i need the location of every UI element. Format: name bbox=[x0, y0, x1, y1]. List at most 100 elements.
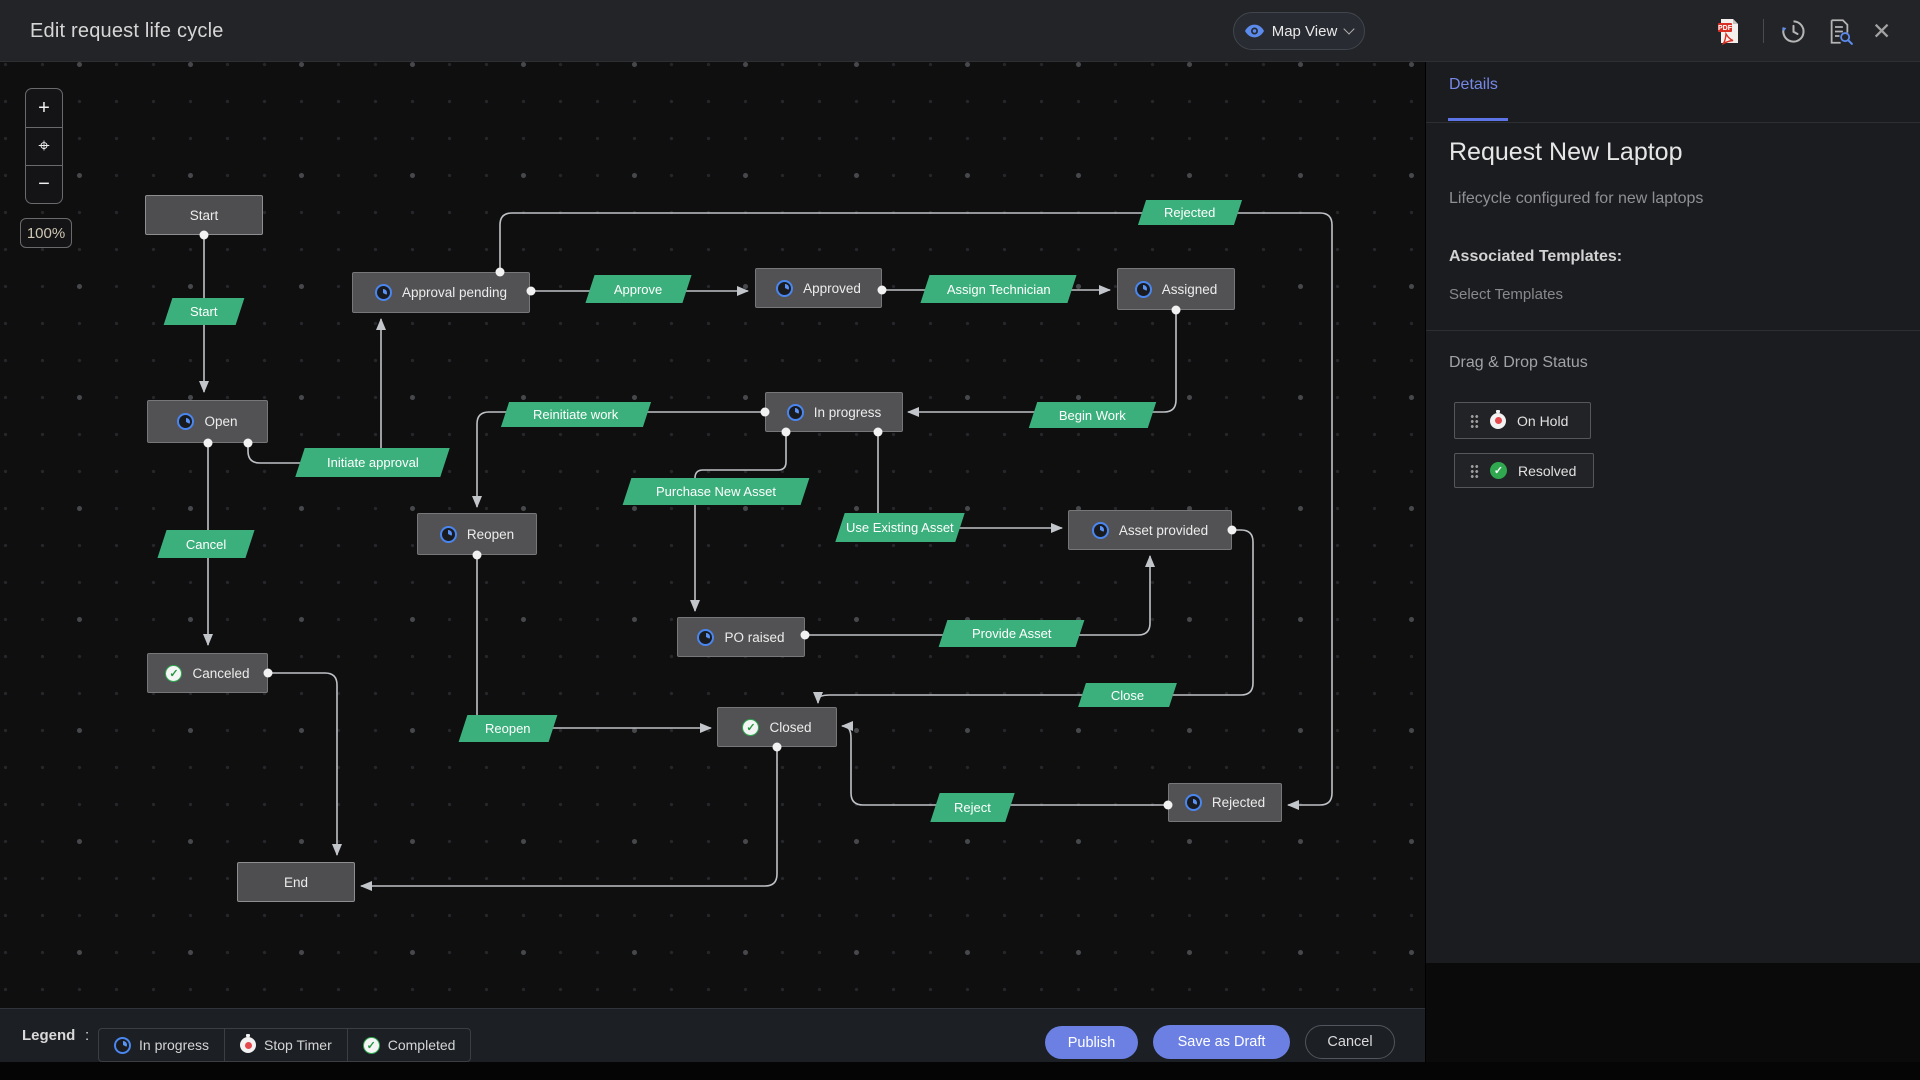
status-node-canceled[interactable]: ✓ Canceled bbox=[147, 653, 268, 693]
in-progress-icon bbox=[1091, 521, 1109, 539]
transition-assign-technician[interactable]: Assign Technician bbox=[920, 275, 1077, 303]
transition-reinitiate-work[interactable]: Reinitiate work bbox=[500, 402, 652, 427]
legend-item-label: Stop Timer bbox=[264, 1037, 332, 1053]
node-label: Reopen bbox=[466, 526, 515, 542]
completed-icon: ✓ bbox=[742, 718, 760, 736]
transition-initiate-approval[interactable]: Initiate approval bbox=[295, 448, 450, 477]
close-icon[interactable]: ✕ bbox=[1872, 17, 1892, 44]
view-selector-label: Map View bbox=[1271, 22, 1338, 40]
status-node-in-progress[interactable]: In progress bbox=[765, 392, 903, 432]
node-label: Open bbox=[204, 414, 238, 429]
in-progress-icon bbox=[374, 284, 392, 301]
publish-button[interactable]: Publish bbox=[1045, 1026, 1138, 1059]
status-node-assigned[interactable]: Assigned bbox=[1117, 268, 1235, 310]
in-progress-icon bbox=[114, 1036, 131, 1054]
audit-log-icon[interactable] bbox=[1826, 0, 1853, 62]
in-progress-icon bbox=[1134, 280, 1152, 298]
transition-close[interactable]: Close bbox=[1078, 683, 1177, 707]
status-node-end[interactable]: End bbox=[237, 862, 355, 902]
tab-details[interactable]: Details bbox=[1449, 76, 1498, 93]
drag-handle-icon[interactable] bbox=[1470, 463, 1479, 478]
bottom-strip bbox=[0, 1062, 1920, 1080]
transition-provide-asset[interactable]: Provide Asset bbox=[938, 620, 1085, 647]
legend-item-completed: ✓ Completed bbox=[346, 1029, 471, 1061]
transition-text: Use Existing Asset bbox=[846, 520, 954, 535]
cancel-button[interactable]: Cancel bbox=[1305, 1025, 1395, 1059]
status-node-po-raised[interactable]: PO raised bbox=[677, 617, 805, 657]
status-chip-label: Resolved bbox=[1518, 462, 1577, 479]
node-label: In progress bbox=[813, 404, 882, 420]
footer-bar: Legend : In progress Stop Timer ✓ Comple… bbox=[0, 1008, 1425, 1062]
status-node-rejected[interactable]: Rejected bbox=[1168, 783, 1282, 822]
transition-text: Initiate approval bbox=[326, 455, 419, 470]
node-label: Start bbox=[189, 207, 219, 223]
lifecycle-title: Request New Laptop bbox=[1449, 138, 1683, 166]
draggable-status-on-hold[interactable]: On Hold bbox=[1454, 402, 1591, 439]
legend-label: Legend bbox=[22, 1027, 76, 1044]
drag-handle-icon[interactable] bbox=[1470, 413, 1479, 428]
status-node-closed[interactable]: ✓ Closed bbox=[717, 707, 837, 747]
in-progress-icon bbox=[1184, 794, 1202, 811]
in-progress-icon bbox=[177, 413, 195, 430]
view-selector[interactable]: Map View bbox=[1233, 12, 1365, 50]
details-sidebar: Details Request New Laptop Lifecycle con… bbox=[1425, 62, 1920, 1080]
transition-text: Reject bbox=[954, 800, 991, 815]
status-node-open[interactable]: Open bbox=[147, 400, 268, 443]
transition-start[interactable]: Start bbox=[163, 298, 245, 325]
in-progress-icon bbox=[697, 628, 715, 646]
transition-text: Reinitiate work bbox=[533, 407, 619, 422]
pdf-export-icon[interactable]: PDF bbox=[1715, 0, 1742, 62]
fit-view-button[interactable]: ⌖ bbox=[26, 127, 62, 165]
node-label: Assigned bbox=[1161, 281, 1218, 297]
transition-rejected[interactable]: Rejected bbox=[1137, 200, 1243, 225]
draggable-status-resolved[interactable]: ✓ Resolved bbox=[1454, 453, 1594, 488]
transition-begin-work[interactable]: Begin Work bbox=[1028, 402, 1157, 428]
associated-templates-label: Associated Templates: bbox=[1449, 248, 1623, 265]
transition-text: Approve bbox=[614, 281, 663, 297]
transition-text: Reopen bbox=[485, 721, 531, 736]
status-node-approved[interactable]: Approved bbox=[755, 268, 882, 308]
transition-purchase-new-asset[interactable]: Purchase New Asset bbox=[622, 478, 810, 505]
status-node-approval-pending[interactable]: Approval pending bbox=[352, 272, 530, 313]
select-templates-field[interactable]: Select Templates bbox=[1449, 286, 1563, 303]
zoom-out-button[interactable]: − bbox=[26, 165, 62, 203]
zoom-in-button[interactable]: + bbox=[38, 96, 50, 119]
legend-item-in-progress: In progress bbox=[99, 1029, 224, 1061]
node-label: Closed bbox=[769, 719, 812, 735]
transition-cancel[interactable]: Cancel bbox=[157, 530, 255, 558]
stop-timer-icon bbox=[1490, 409, 1506, 429]
save-as-draft-button[interactable]: Save as Draft bbox=[1153, 1025, 1290, 1059]
transition-reject[interactable]: Reject bbox=[930, 793, 1015, 822]
zoom-panel: + ⌖ − bbox=[25, 88, 63, 204]
completed-icon: ✓ bbox=[1490, 462, 1507, 479]
tab-active-underline bbox=[1448, 118, 1508, 121]
transition-text: Assign Technician bbox=[946, 281, 1051, 297]
completed-icon: ✓ bbox=[362, 1036, 380, 1054]
transition-text: Provide Asset bbox=[971, 626, 1052, 641]
transition-text: Close bbox=[1110, 687, 1145, 703]
transition-approve[interactable]: Approve bbox=[585, 275, 692, 303]
legend-item-label: Completed bbox=[387, 1037, 456, 1053]
status-node-asset-provided[interactable]: Asset provided bbox=[1068, 510, 1232, 550]
history-icon[interactable] bbox=[1780, 0, 1807, 62]
legend-item-label: In progress bbox=[139, 1037, 210, 1053]
status-node-reopen[interactable]: Reopen bbox=[417, 513, 537, 555]
transition-text: Rejected bbox=[1164, 205, 1216, 220]
transition-text: Purchase New Asset bbox=[656, 484, 776, 499]
completed-icon: ✓ bbox=[165, 664, 183, 682]
in-progress-icon bbox=[786, 403, 804, 421]
lifecycle-canvas[interactable]: Start Initiate approval Approve Assign T… bbox=[0, 0, 1425, 1062]
status-chip-label: On Hold bbox=[1517, 412, 1569, 429]
node-label: Asset provided bbox=[1118, 522, 1209, 538]
node-label: PO raised bbox=[724, 629, 785, 645]
eye-icon bbox=[1244, 24, 1264, 38]
status-node-start[interactable]: Start bbox=[145, 195, 263, 235]
transition-reopen[interactable]: Reopen bbox=[458, 715, 558, 742]
divider bbox=[1426, 122, 1920, 123]
header-bar: Edit request life cycle Map View PDF bbox=[0, 0, 1920, 62]
transition-text: Begin Work bbox=[1059, 407, 1126, 423]
lifecycle-description: Lifecycle configured for new laptops bbox=[1449, 190, 1704, 207]
sidebar-content: Details Request New Laptop Lifecycle con… bbox=[1426, 62, 1920, 963]
transition-use-existing-asset[interactable]: Use Existing Asset bbox=[835, 513, 965, 542]
zoom-level-label: 100% bbox=[20, 218, 72, 248]
